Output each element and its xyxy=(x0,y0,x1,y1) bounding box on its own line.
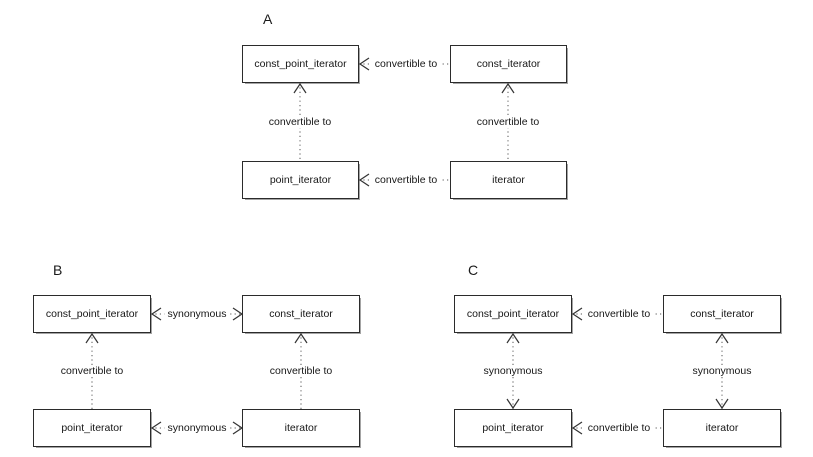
connector-c-bottom-horizontal: convertible to xyxy=(571,420,664,436)
connector-b-bottom-horizontal-label: synonymous xyxy=(164,422,230,434)
panel-c: C const_point_iterator const_iterator po… xyxy=(410,250,813,457)
panel-c-label: C xyxy=(468,262,479,278)
panel-b: B const_point_iterator const_iterator po… xyxy=(0,250,400,457)
connector-b-top-horizontal-label: synonymous xyxy=(164,308,230,320)
connector-b-left-vertical-label: convertible to xyxy=(57,365,127,377)
node-b-iterator[interactable]: iterator xyxy=(242,409,360,447)
connector-b-bottom-horizontal: synonymous xyxy=(150,420,244,436)
connector-c-left-vertical: synonymous xyxy=(480,332,546,410)
connector-c-right-vertical-label: synonymous xyxy=(689,365,755,377)
connector-b-left-vertical: convertible to xyxy=(57,332,127,409)
connector-a-bottom-horizontal-label: convertible to xyxy=(371,174,441,186)
connector-a-bottom-horizontal: convertible to xyxy=(358,172,450,188)
connector-a-right-vertical-label: convertible to xyxy=(473,116,543,128)
connector-c-right-vertical: synonymous xyxy=(689,332,755,410)
panel-a-label: A xyxy=(263,11,273,27)
node-a-const-iterator[interactable]: const_iterator xyxy=(450,45,567,83)
connector-c-top-horizontal: convertible to xyxy=(571,306,664,322)
connector-c-top-horizontal-label: convertible to xyxy=(584,308,654,320)
node-c-point-iterator[interactable]: point_iterator xyxy=(454,409,572,447)
connector-a-top-horizontal: convertible to xyxy=(358,56,450,72)
node-a-point-iterator[interactable]: point_iterator xyxy=(242,161,359,199)
node-a-iterator[interactable]: iterator xyxy=(450,161,567,199)
connector-a-left-vertical-label: convertible to xyxy=(265,116,335,128)
node-b-const-iterator[interactable]: const_iterator xyxy=(242,295,360,333)
panel-b-label: B xyxy=(53,262,63,278)
connector-c-left-vertical-label: synonymous xyxy=(480,365,546,377)
connector-b-right-vertical-label: convertible to xyxy=(266,365,336,377)
node-b-const-point-iterator[interactable]: const_point_iterator xyxy=(33,295,151,333)
node-c-const-point-iterator[interactable]: const_point_iterator xyxy=(454,295,572,333)
connector-b-top-horizontal: synonymous xyxy=(150,306,244,322)
connector-c-bottom-horizontal-label: convertible to xyxy=(584,422,654,434)
node-c-iterator[interactable]: iterator xyxy=(663,409,781,447)
connector-a-top-horizontal-label: convertible to xyxy=(371,58,441,70)
connector-b-right-vertical: convertible to xyxy=(266,332,336,409)
connector-a-right-vertical: convertible to xyxy=(473,82,543,161)
node-a-const-point-iterator[interactable]: const_point_iterator xyxy=(242,45,359,83)
node-c-const-iterator[interactable]: const_iterator xyxy=(663,295,781,333)
node-b-point-iterator[interactable]: point_iterator xyxy=(33,409,151,447)
connector-a-left-vertical: convertible to xyxy=(265,82,335,161)
panel-a: A const_point_iterator const_iterator po… xyxy=(242,11,567,199)
